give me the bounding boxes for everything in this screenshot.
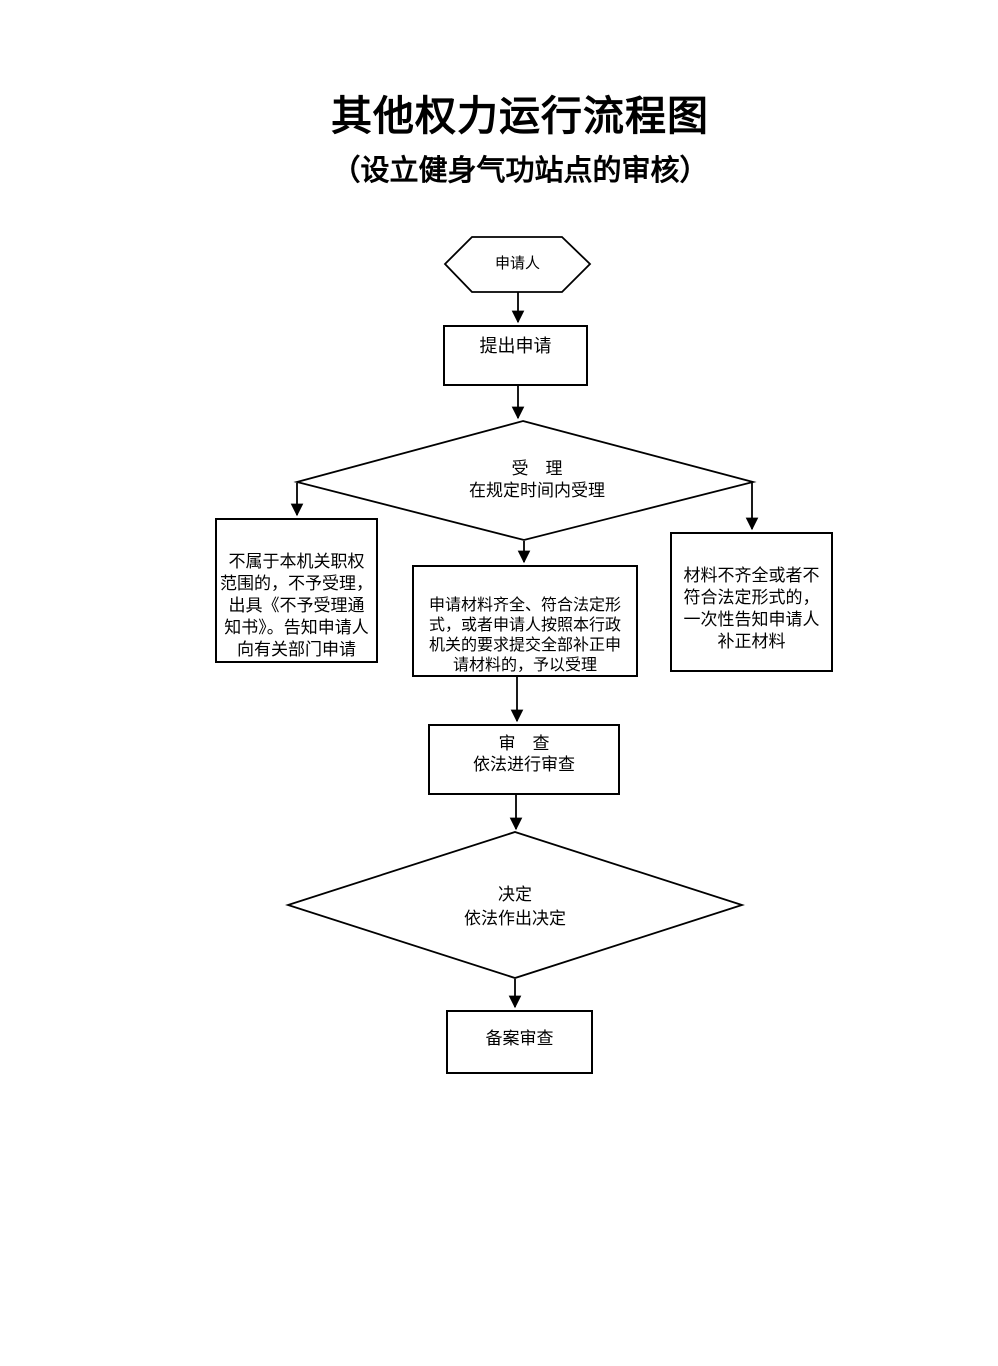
submit-application-node: 提出申请: [443, 325, 588, 386]
accepted-node: 申请材料齐全、符合法定形 式，或者申请人按照本行政 机关的要求提交全部补正申 请…: [412, 565, 638, 677]
not-accepted-node: 不属于本机关职权 范围的，不予受理， 出具《不予受理通 知书》。告知申请人 向有…: [215, 518, 378, 663]
acceptance-title: 受 理: [511, 459, 563, 478]
submit-application-label: 提出申请: [479, 336, 552, 356]
applicant-label: 申请人: [494, 256, 540, 272]
acceptance-subtitle: 在规定时间内受理: [469, 481, 605, 500]
incomplete-materials-node: 材料不齐全或者不 符合法定形式的， 一次性告知申请人 补正材料: [670, 532, 833, 672]
record-review-node: 备案审查: [446, 1010, 593, 1074]
review-node: 审 查 依法进行审查: [428, 724, 620, 795]
review-subtitle: 依法进行审查: [473, 755, 575, 774]
incomplete-materials-label: 材料不齐全或者不 符合法定形式的， 一次性告知申请人 补正材料: [683, 566, 820, 651]
decision-diamond: [285, 831, 745, 979]
review-title: 审 查: [498, 734, 550, 753]
decision-title: 决定: [498, 885, 532, 904]
record-review-label: 备案审查: [485, 1029, 554, 1048]
page-title: 其他权力运行流程图: [331, 93, 709, 139]
not-accepted-label: 不属于本机关职权 范围的，不予受理， 出具《不予受理通 知书》。告知申请人 向有…: [220, 552, 373, 659]
applicant-hexagon: [443, 236, 592, 293]
accepted-label: 申请材料齐全、符合法定形 式，或者申请人按照本行政 机关的要求提交全部补正申 请…: [428, 597, 621, 674]
acceptance-diamond: [293, 420, 757, 541]
decision-subtitle: 依法作出决定: [464, 909, 566, 928]
page-subtitle: （设立健身气功站点的审核）: [331, 155, 709, 187]
